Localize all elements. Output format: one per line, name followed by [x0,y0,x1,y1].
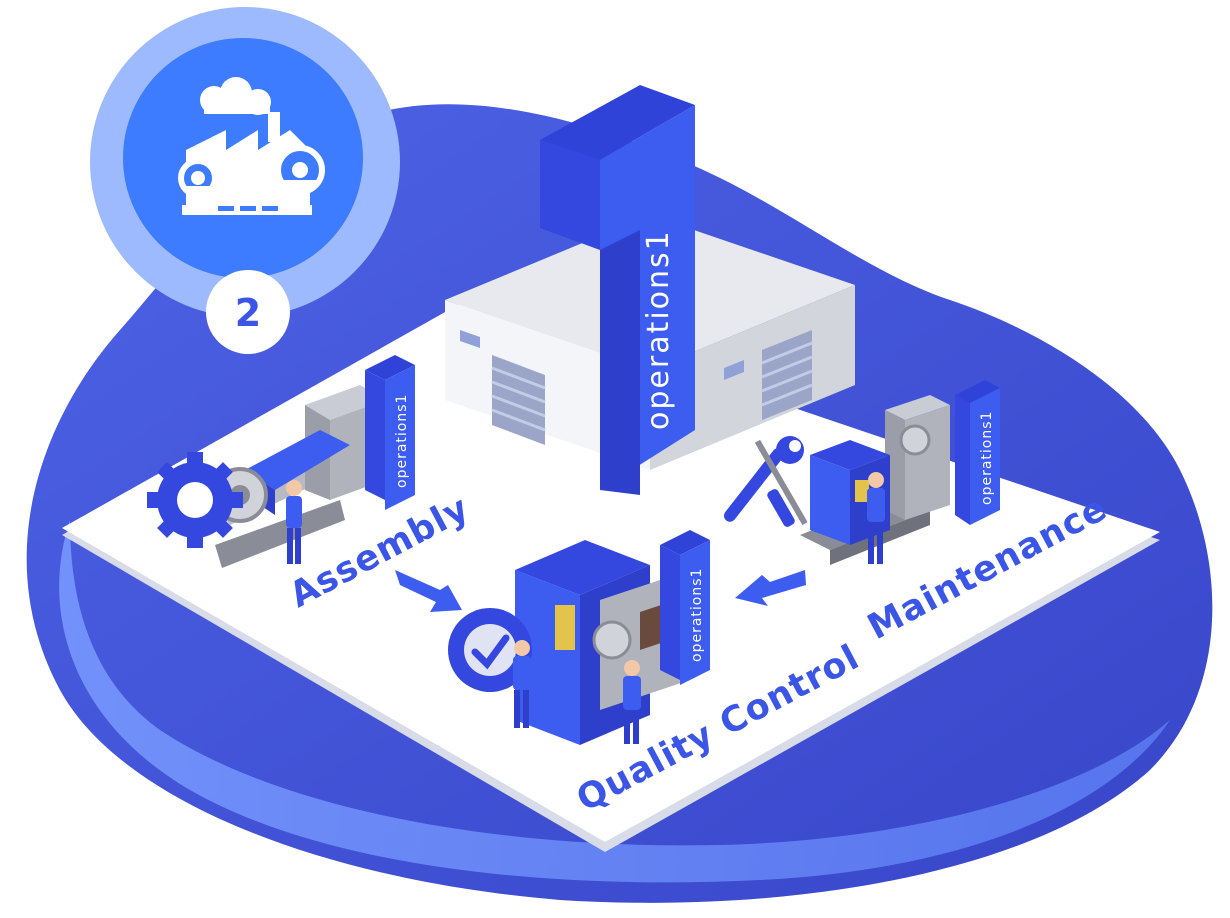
main-brand-pillar: operations1 [540,85,695,495]
flow-arrow-maintenance-to-quality [735,570,806,606]
assembly-station: operations1 Assembly [147,355,476,616]
assembly-pillar-label: operations1 [394,394,410,488]
maintenance-pillar-label: operations1 [979,411,995,505]
assembly-worker [286,480,302,564]
quality-worker-right [623,660,641,744]
wrench-screwdriver-icon [723,436,808,527]
step-badge: 2 [90,7,400,354]
factory-location-icon [178,77,325,215]
flow-arrow-assembly-to-quality [395,570,462,612]
check-gear-icon [448,608,532,692]
warehouse-door-right [761,330,813,420]
quality-worker-left [513,640,531,728]
main-pillar-label: operations1 [641,229,676,430]
gear-icon [147,452,243,548]
step-number: 2 [235,291,261,335]
maintenance-worker [867,472,885,564]
quality-pillar-label: operations1 [689,568,705,662]
warehouse-door-left [491,355,546,445]
